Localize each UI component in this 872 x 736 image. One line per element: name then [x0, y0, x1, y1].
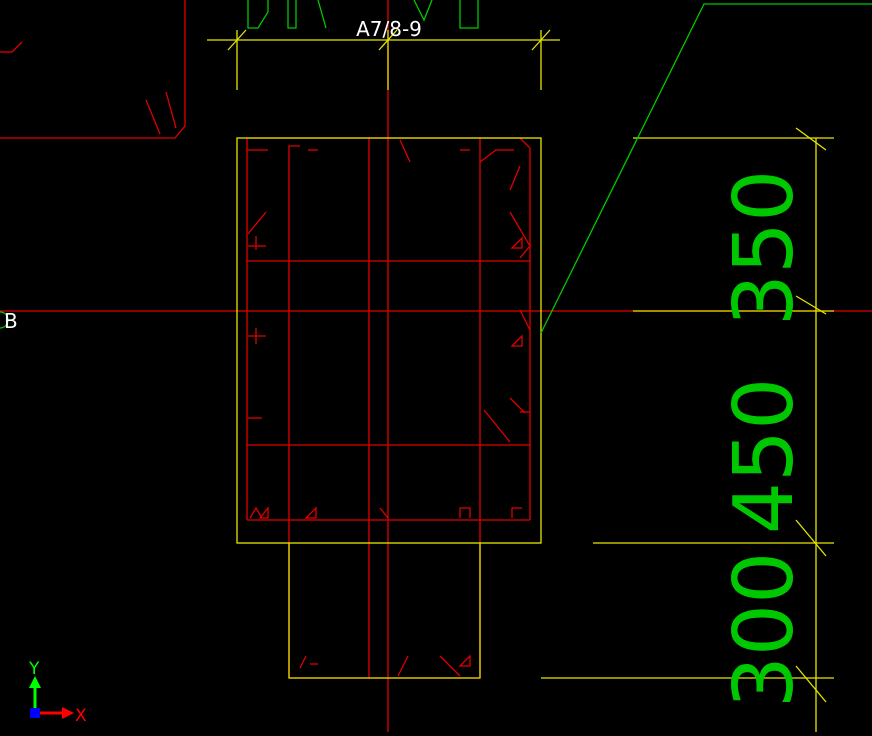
dim-text-300: 300: [717, 552, 812, 709]
green-geometry: [247, 0, 872, 334]
outline-lines: [207, 29, 834, 732]
ucs-x-label: X: [75, 706, 87, 726]
dim-text-350: 350: [717, 170, 812, 327]
lower-extension-outline: [288, 543, 481, 679]
ucs-y-label: Y: [28, 659, 40, 679]
neighbour-element-top-left: [0, 0, 186, 139]
axis-label: B: [4, 309, 18, 333]
axis-bubble: B: [0, 309, 18, 333]
ucs-icon: X Y: [28, 659, 87, 726]
grid-label: A7/8-9: [356, 17, 422, 41]
diagonal-leader-line: [540, 3, 872, 334]
dim-text-450: 450: [717, 378, 812, 535]
dimension-labels: 350 450 300: [717, 170, 812, 709]
column-outline: [236, 137, 542, 544]
